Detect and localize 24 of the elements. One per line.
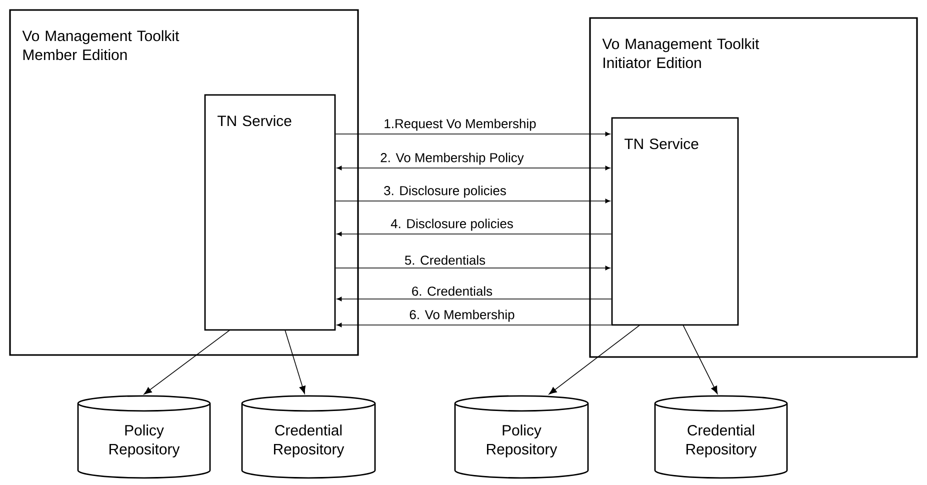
service-box: TN Service [611, 117, 739, 326]
edge-label: 1.Request Vo Membership [382, 118, 538, 132]
edge-label: 3. Disclosure policies [382, 184, 508, 199]
arrow [336, 232, 612, 236]
edge-label: 5. Credentials [403, 254, 487, 266]
repository-cylinder: Credential Repository [654, 395, 788, 479]
arrow [335, 266, 610, 270]
repository-cylinder: Credential Repository [241, 395, 376, 479]
arrow [335, 132, 610, 136]
repository-cylinder: Policy Repository [77, 395, 211, 479]
arrow [336, 166, 610, 170]
edge-label: 4. Disclosure policies [390, 218, 514, 232]
arrow [336, 322, 612, 328]
arrow [284, 330, 306, 394]
edge-label: 6. Credentials [410, 285, 494, 297]
arrow [144, 330, 230, 394]
edge-label: 2. Vo Membership Policy [379, 152, 525, 166]
arrow [548, 324, 640, 394]
arrow [335, 198, 610, 204]
arrow [682, 324, 718, 394]
arrow [336, 296, 612, 302]
edge-label: 6. Vo Membership [408, 308, 516, 323]
repository-cylinder: Policy Repository [454, 395, 589, 479]
service-box: TN Service [204, 94, 336, 331]
